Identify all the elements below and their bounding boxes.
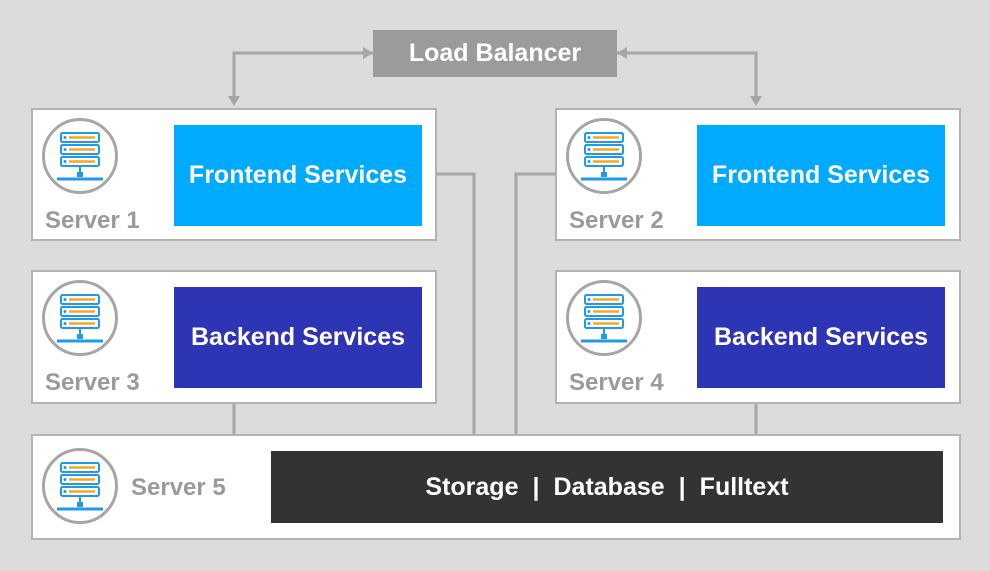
server-1-panel: Server 1 Frontend Services xyxy=(31,108,437,241)
arrow-head-lb-right xyxy=(617,47,627,59)
separator: | xyxy=(532,472,540,501)
frontend-services-block: Frontend Services xyxy=(174,125,422,226)
server-label: Server 2 xyxy=(569,207,664,234)
backend-services-block: Backend Services xyxy=(697,287,945,388)
server-label: Server 5 xyxy=(131,474,226,501)
server-label: Server 4 xyxy=(569,369,664,396)
server-3-panel: Server 3 Backend Services xyxy=(31,270,437,404)
arrow-head-server2 xyxy=(750,96,762,106)
server1-to-server5-connector xyxy=(437,172,476,436)
server-label: Server 3 xyxy=(45,369,140,396)
server-icon xyxy=(566,280,642,356)
server-label: Server 1 xyxy=(45,207,140,234)
arrow-head-server1 xyxy=(228,96,240,106)
database-label: Database xyxy=(553,472,665,501)
lb-to-server1-connector xyxy=(232,51,373,100)
server2-to-server5-connector xyxy=(514,172,555,436)
lb-to-server2-connector xyxy=(617,51,758,100)
server-2-panel: Server 2 Frontend Services xyxy=(555,108,961,241)
server-icon xyxy=(42,118,118,194)
arrow-head-lb-left xyxy=(363,47,373,59)
storage-database-fulltext-bar: Storage | Database | Fulltext xyxy=(271,451,943,523)
backend-services-block: Backend Services xyxy=(174,287,422,388)
server-icon xyxy=(566,118,642,194)
server-icon xyxy=(42,448,118,524)
load-balancer: Load Balancer xyxy=(373,30,617,77)
frontend-services-block: Frontend Services xyxy=(697,125,945,226)
server-icon xyxy=(42,280,118,356)
fulltext-label: Fulltext xyxy=(699,472,789,501)
separator: | xyxy=(678,472,686,501)
storage-label: Storage xyxy=(425,472,519,501)
server-4-panel: Server 4 Backend Services xyxy=(555,270,961,404)
load-balancer-label: Load Balancer xyxy=(408,39,582,67)
